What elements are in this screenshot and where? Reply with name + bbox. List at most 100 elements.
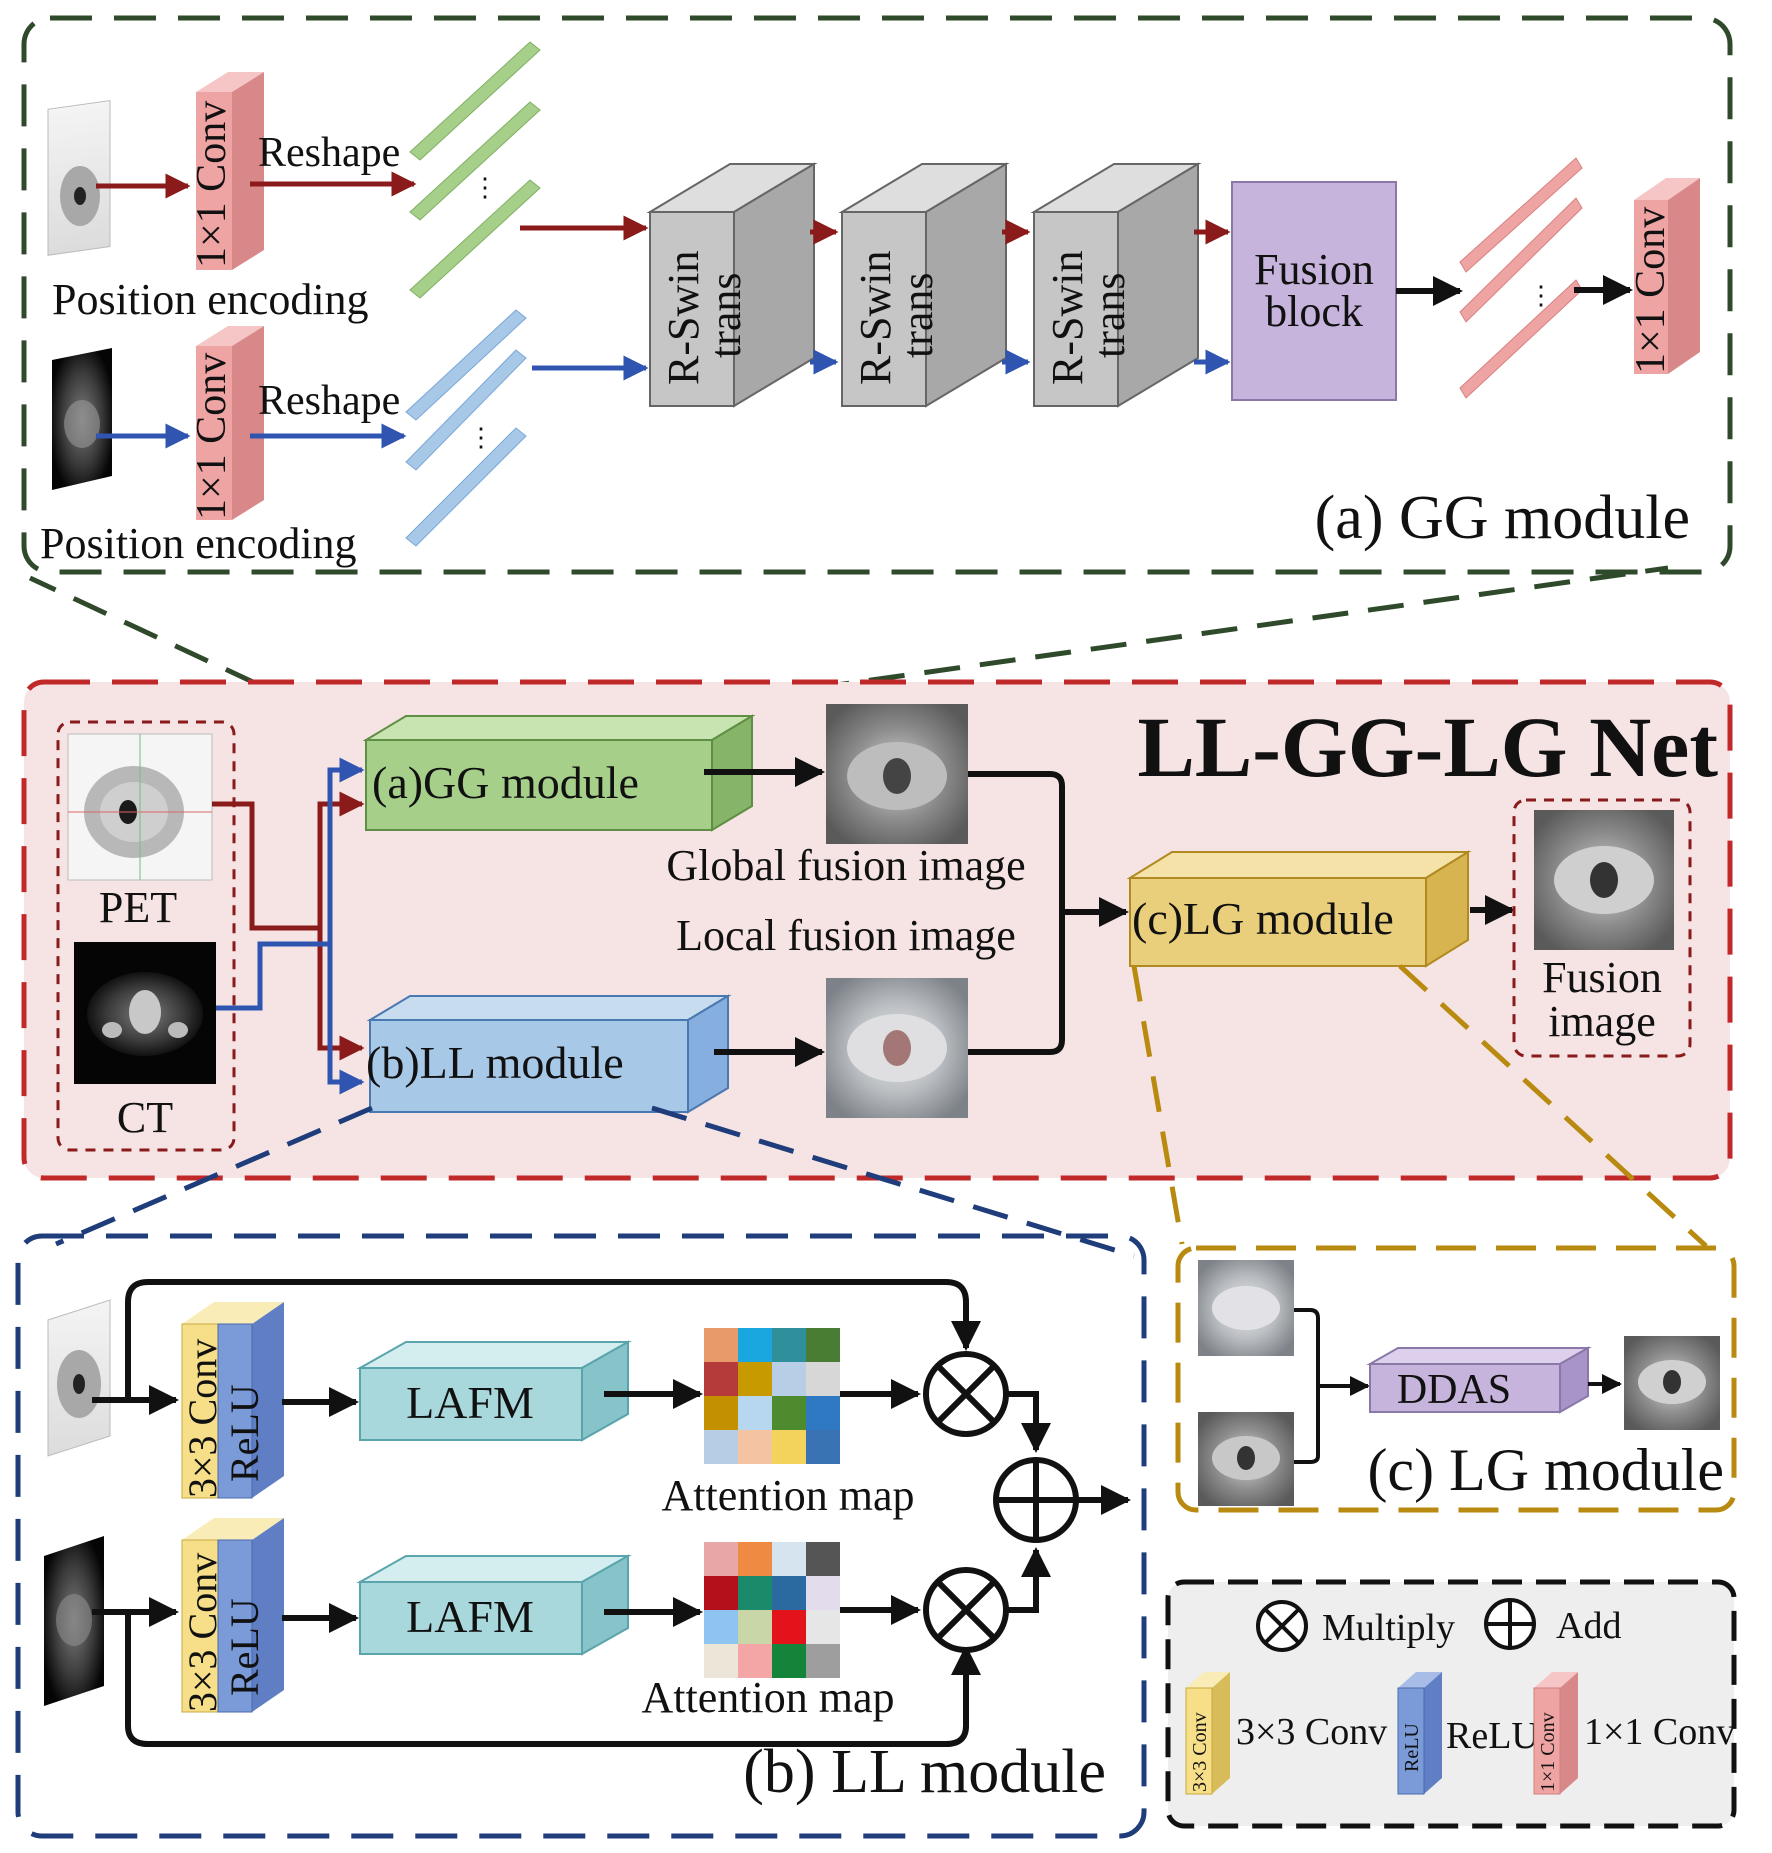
- ddas-block: DDAS: [1366, 1346, 1592, 1414]
- lg-module-border: [1175, 1245, 1737, 1513]
- lg-module-box[interactable]: (c)LG module: [1126, 850, 1472, 968]
- legend-panel: Multiply Add 3×3 Conv 3×3 Conv ReLU ReLU…: [1165, 1579, 1737, 1829]
- fusion-block: Fusion block: [1231, 181, 1397, 401]
- attention-cell: [704, 1396, 738, 1430]
- global-fusion-image: [826, 704, 968, 844]
- legend-relu-swatch-label: ReLU: [1401, 1723, 1423, 1772]
- ll-module-box-label: (b)LL module: [366, 1037, 624, 1088]
- fusion-block-line1: Fusion: [1254, 245, 1374, 294]
- attention-cell: [738, 1542, 772, 1576]
- legend-conv3x3-swatch: 3×3 Conv: [1185, 1672, 1230, 1795]
- gg-module-box[interactable]: (a)GG module: [362, 714, 756, 832]
- multiply-icon: [923, 1567, 1009, 1653]
- gg-module-panel: 1×1 Conv Reshape Position encoding ⋮ 1×1…: [21, 15, 1733, 575]
- lg-output-image: [1624, 1336, 1720, 1430]
- swin-block-2-line1: R-Swin: [851, 251, 900, 385]
- attention-cell: [738, 1644, 772, 1678]
- ll-module-box[interactable]: (b)LL module: [366, 994, 732, 1114]
- gg-module-border: [21, 15, 1733, 575]
- ct-input-image: [74, 942, 216, 1084]
- attention-cell: [704, 1576, 738, 1610]
- fusion-image-label-line1: Fusion: [1542, 953, 1662, 1002]
- gg-zoom-line-right: [757, 565, 1669, 699]
- fusion-image-thumbnail: [1534, 810, 1674, 950]
- legend-relu-label: ReLU: [1446, 1715, 1539, 1757]
- token-ellipsis-pink: ⋮: [1528, 281, 1554, 310]
- legend-conv3x3-label: 3×3 Conv: [1236, 1711, 1387, 1753]
- relu-label-top: ReLU: [222, 1384, 267, 1482]
- pet-route-to-gg: [212, 791, 365, 931]
- lg-module-box-label: (c)LG module: [1132, 893, 1394, 944]
- conv1x1-label-bottom: 1×1 Conv: [189, 353, 235, 520]
- swin-block-1-line1: R-Swin: [659, 251, 708, 385]
- conv1x1-label-top: 1×1 Conv: [189, 101, 235, 268]
- ct-label: CT: [117, 1093, 173, 1142]
- legend-add-label: Add: [1556, 1605, 1621, 1647]
- pet-scan-thumbnail: [47, 99, 111, 256]
- attention-cell: [772, 1362, 806, 1396]
- ct-route-to-gg: [216, 757, 365, 1011]
- attention-map-top: [704, 1328, 840, 1464]
- legend-conv1x1-label: 1×1 Conv: [1584, 1711, 1735, 1753]
- legend-conv3x3-swatch-label: 3×3 Conv: [1189, 1712, 1211, 1792]
- attention-cell: [738, 1430, 772, 1464]
- attention-cell: [806, 1430, 840, 1464]
- input-images-group: [56, 720, 236, 1152]
- reshape-label-bottom: Reshape: [258, 378, 400, 424]
- attention-cell: [772, 1576, 806, 1610]
- lafm-block-top: LAFM: [356, 1340, 632, 1442]
- legend-border: [1165, 1579, 1737, 1829]
- ll-module-caption: (b) LL module: [743, 1738, 1106, 1806]
- ll-ct-thumbnail: [44, 1536, 104, 1706]
- multiply-icon: [923, 1351, 1009, 1437]
- legend-conv1x1-swatch-label: 1×1 Conv: [1537, 1712, 1559, 1792]
- position-encoding-label-bottom: Position encoding: [40, 519, 357, 568]
- attention-cell: [738, 1362, 772, 1396]
- conv3x3-label-top: 3×3 Conv: [180, 1339, 225, 1498]
- token-ellipsis-green: ⋮: [472, 173, 498, 202]
- local-fusion-label: Local fusion image: [676, 911, 1016, 960]
- attention-cell: [806, 1644, 840, 1678]
- lg-zoom-line-left: [1131, 965, 1185, 1245]
- swin-block-2-line2: trans: [893, 272, 942, 358]
- attention-cell: [806, 1362, 840, 1396]
- attention-cell: [772, 1430, 806, 1464]
- swin-block-3-line2: trans: [1085, 272, 1134, 358]
- lg-zoom-line-right: [1398, 964, 1708, 1248]
- conv1x1-block-top: 1×1 Conv: [189, 72, 264, 270]
- attention-map-label-bottom: Attention map: [642, 1673, 895, 1722]
- pet-input-image: [67, 733, 213, 881]
- output-conv1x1-label: 1×1 Conv: [1628, 207, 1674, 374]
- conv-relu-block-top: 3×3 Conv ReLU: [180, 1302, 284, 1499]
- attention-cell: [704, 1328, 738, 1362]
- legend-relu-swatch: ReLU: [1397, 1672, 1442, 1795]
- swin-block-1: R-Swin trans: [646, 162, 818, 408]
- lafm-label-bottom: LAFM: [406, 1591, 534, 1642]
- ll-pet-thumbnail: [47, 1299, 111, 1457]
- pink-token-stack: ⋮: [1459, 157, 1583, 399]
- add-icon: [993, 1457, 1079, 1543]
- attention-cell: [704, 1430, 738, 1464]
- attention-cell: [704, 1644, 738, 1678]
- fusion-block-line2: block: [1265, 287, 1363, 336]
- ll-zoom-line-right: [651, 1105, 1135, 1259]
- attention-cell: [772, 1542, 806, 1576]
- attention-cell: [704, 1542, 738, 1576]
- net-panel: LL-GG-LG Net PET CT: [21, 679, 1733, 1181]
- attention-map-bottom: [704, 1542, 840, 1678]
- lg-input-image-bottom: [1198, 1412, 1294, 1506]
- attention-cell: [738, 1396, 772, 1430]
- attention-cell: [704, 1362, 738, 1396]
- relu-label-bottom: ReLU: [222, 1598, 267, 1696]
- attention-cell: [806, 1396, 840, 1430]
- fusion-output-group: [1512, 798, 1692, 1058]
- green-token-stack: ⋮: [409, 41, 541, 299]
- swin-block-3-line1: R-Swin: [1043, 251, 1092, 385]
- skip-connection-bottom: [92, 1609, 981, 1747]
- ll-zoom-line-left: [55, 1105, 373, 1247]
- local-fusion-image: [826, 978, 968, 1118]
- net-title: LL-GG-LG Net: [1138, 699, 1719, 795]
- reshape-label-top: Reshape: [258, 130, 400, 176]
- attention-cell: [772, 1396, 806, 1430]
- attention-cell: [738, 1610, 772, 1644]
